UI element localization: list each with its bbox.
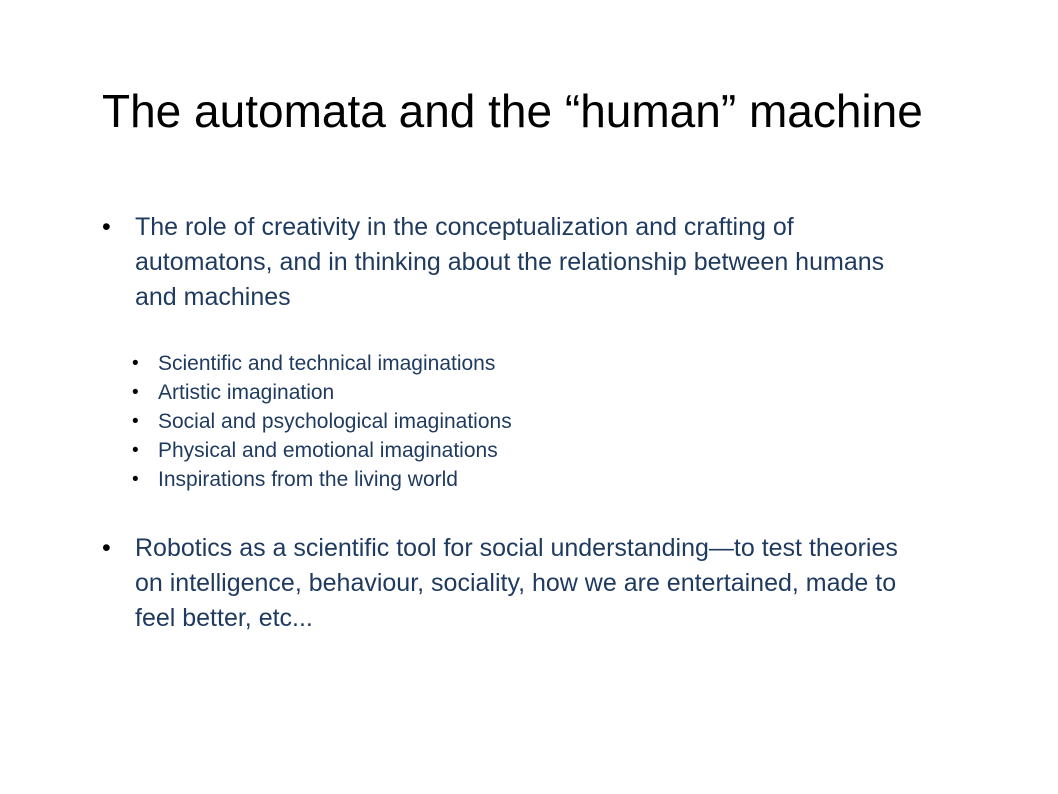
- sub-bullet-marker: •: [132, 440, 139, 461]
- bullet-text: The role of creativity in the conceptual…: [135, 213, 885, 311]
- bullet-item: • Robotics as a scientific tool for soci…: [102, 531, 922, 636]
- bullet-marker: •: [102, 534, 111, 562]
- sub-bullet-item: • Artistic imagination: [132, 378, 832, 407]
- sub-bullet-list: • Scientific and technical imaginations …: [132, 349, 832, 494]
- sub-bullet-marker: •: [132, 382, 139, 403]
- sub-bullet-item: • Physical and emotional imaginations: [132, 436, 832, 465]
- sub-bullet-marker: •: [132, 469, 139, 490]
- sub-bullet-text: Inspirations from the living world: [158, 468, 458, 491]
- sub-bullet-item: • Scientific and technical imaginations: [132, 349, 832, 378]
- sub-bullet-item: • Inspirations from the living world: [132, 465, 832, 494]
- sub-bullet-item: • Social and psychological imaginations: [132, 407, 832, 436]
- slide-title: The automata and the “human” machine: [102, 85, 923, 137]
- sub-bullet-text: Scientific and technical imaginations: [158, 352, 496, 375]
- sub-bullet-text: Social and psychological imaginations: [158, 410, 512, 433]
- sub-bullet-text: Physical and emotional imaginations: [158, 439, 498, 462]
- bullet-item: • The role of creativity in the conceptu…: [102, 210, 922, 315]
- bullet-text: Robotics as a scientific tool for social…: [135, 534, 898, 632]
- bullet-marker: •: [102, 213, 111, 241]
- sub-bullet-marker: •: [132, 353, 139, 374]
- sub-bullet-marker: •: [132, 411, 139, 432]
- sub-bullet-text: Artistic imagination: [158, 381, 335, 404]
